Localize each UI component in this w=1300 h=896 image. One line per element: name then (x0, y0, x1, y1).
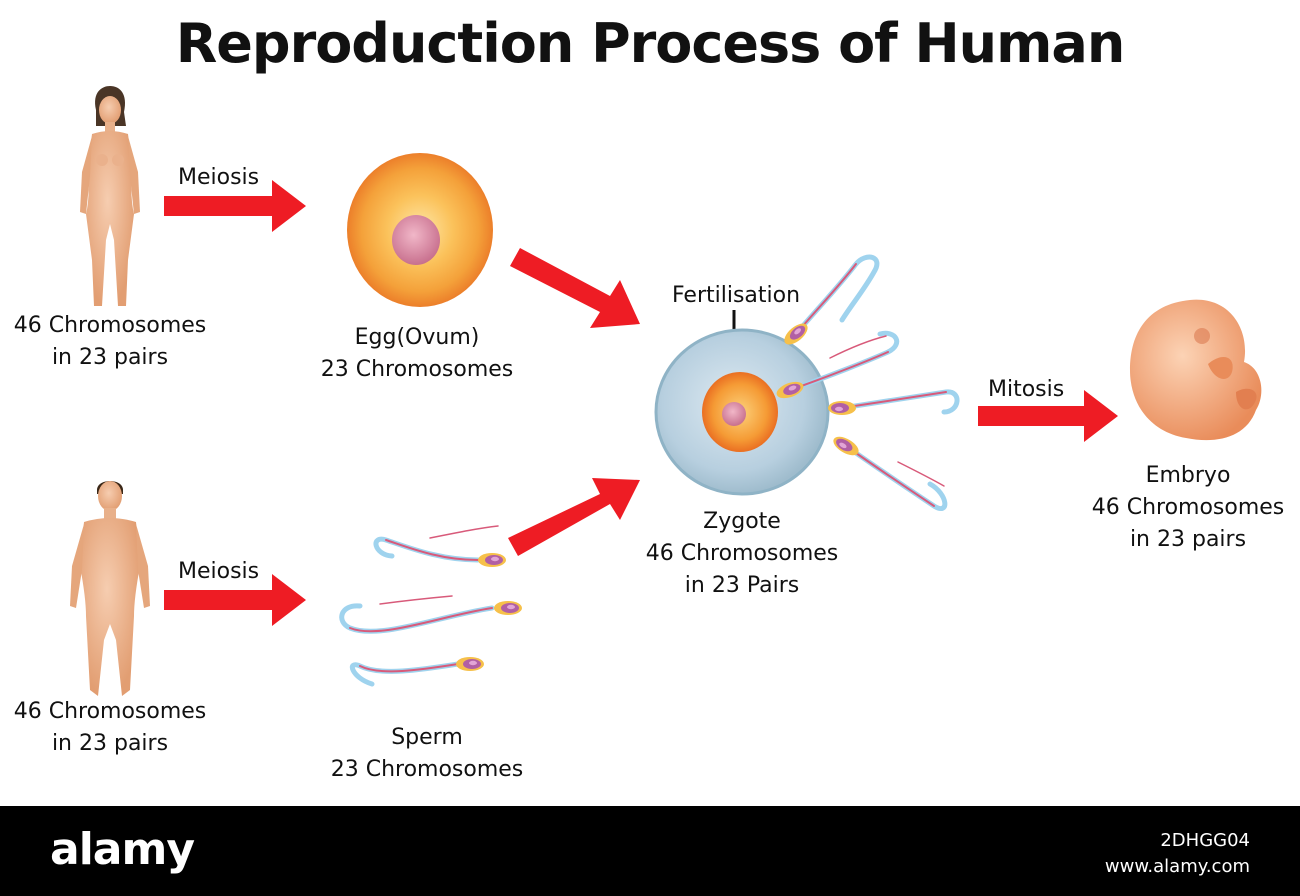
egg-caption-line2: 23 Chromosomes (320, 357, 514, 382)
embryo-icon (1130, 299, 1262, 441)
sperm-caption-line1: Sperm (391, 725, 463, 750)
female-figure-icon (80, 86, 140, 306)
arrow-icon (510, 248, 640, 328)
zygote-icon (654, 328, 830, 496)
egg-caption: Egg(Ovum) 23 Chromosomes (300, 322, 534, 386)
zygote-caption-line3: in 23 Pairs (684, 573, 800, 598)
sperm-caption: Sperm 23 Chromosomes (310, 722, 544, 786)
embryo-caption-line3: in 23 pairs (1129, 527, 1247, 552)
female-caption: 46 Chromosomes in 23 pairs (0, 310, 220, 374)
arrow-label-mitosis: Mitosis (988, 377, 1065, 402)
embryo-caption: Embryo 46 Chromosomes in 23 pairs (1076, 460, 1300, 556)
sperm-icon (339, 525, 522, 687)
embryo-caption-line2: 46 Chromosomes (1091, 495, 1285, 520)
sperm-caption-line2: 23 Chromosomes (330, 757, 524, 782)
male-caption-line2: in 23 pairs (51, 731, 169, 756)
egg-cell-icon (347, 153, 493, 307)
male-caption: 46 Chromosomes in 23 pairs (0, 696, 220, 760)
watermark-footer: alamy 2DHGG04 www.alamy.com (0, 806, 1300, 896)
arrow-label-meiosis-bottom: Meiosis (178, 559, 260, 584)
female-caption-line2: in 23 pairs (51, 345, 169, 370)
arrow-icon (164, 574, 306, 626)
arrow-icon (978, 390, 1118, 442)
arrow-icon (164, 180, 306, 232)
fertilisation-label: Fertilisation (671, 283, 801, 308)
image-id-block: 2DHGG04 www.alamy.com (1105, 828, 1250, 880)
embryo-caption-line1: Embryo (1145, 463, 1231, 488)
zygote-caption-line1: Zygote (703, 509, 781, 534)
female-caption-line1: 46 Chromosomes (13, 313, 207, 338)
site-url: www.alamy.com (1104, 856, 1250, 877)
zygote-caption: Zygote 46 Chromosomes in 23 Pairs (622, 506, 862, 602)
arrow-label-meiosis-top: Meiosis (178, 165, 260, 190)
male-caption-line1: 46 Chromosomes (13, 699, 207, 724)
image-id: 2DHGG04 (1160, 830, 1250, 851)
zygote-caption-line2: 46 Chromosomes (645, 541, 839, 566)
egg-caption-line1: Egg(Ovum) (354, 325, 480, 350)
arrow-icon (508, 478, 640, 556)
diagram-artwork (70, 86, 1262, 696)
sperm-icon (774, 254, 960, 511)
male-figure-icon (70, 481, 150, 696)
page-title: Reproduction Process of Human (175, 12, 1126, 75)
brand-logo: alamy (50, 824, 195, 875)
